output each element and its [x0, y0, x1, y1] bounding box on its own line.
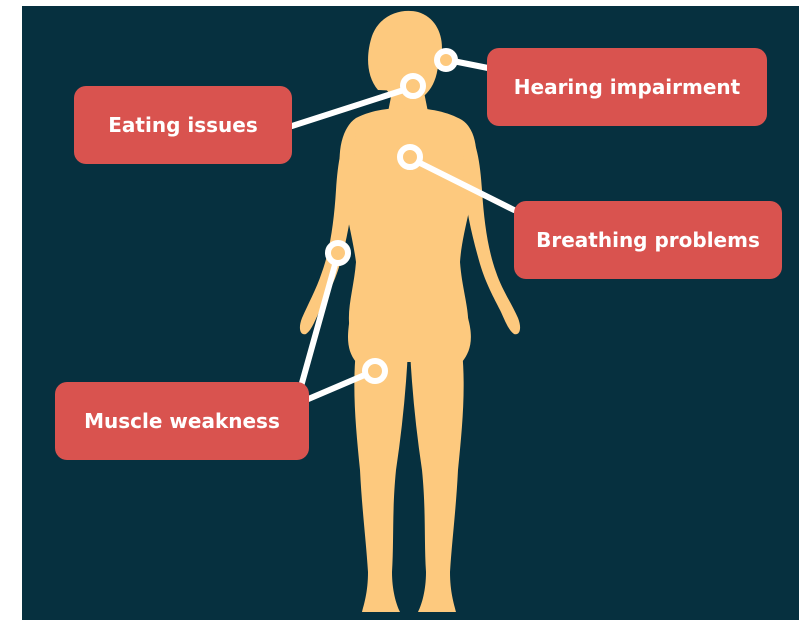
hearing-marker — [437, 51, 455, 69]
eating-issues-label: Eating issues — [74, 86, 292, 164]
right-leg-shape — [410, 350, 464, 612]
left-arm-shape — [300, 124, 356, 334]
breathing-marker — [400, 147, 420, 167]
thigh-marker — [365, 361, 385, 381]
hearing-impairment-label: Hearing impairment — [487, 48, 767, 126]
breathing-problems-label: Breathing problems — [514, 201, 782, 279]
arm-marker — [328, 243, 348, 263]
eating-marker — [403, 76, 423, 96]
left-leg-shape — [354, 350, 408, 612]
right-arm-shape — [462, 124, 520, 334]
muscle-weakness-label: Muscle weakness — [55, 382, 309, 460]
torso-shape — [340, 108, 477, 330]
